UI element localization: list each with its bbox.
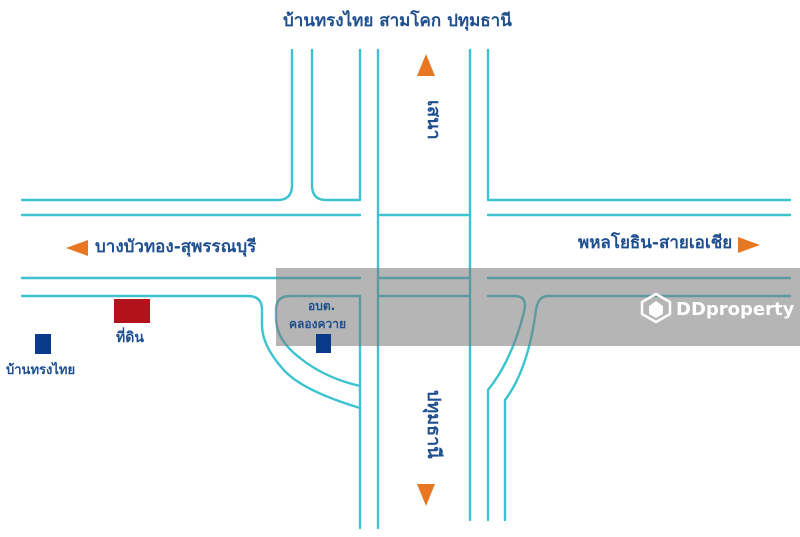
road-label-north: เสนา xyxy=(423,100,444,140)
road-label-west: บางบัวทอง-สุพรรณบุรี xyxy=(95,237,257,257)
north-road-left-edge xyxy=(20,48,294,202)
ddproperty-logo-icon xyxy=(640,292,672,324)
watermark-band xyxy=(276,268,800,346)
arrow-west-icon xyxy=(66,240,88,256)
land-marker xyxy=(114,299,150,323)
north-road-inner-left xyxy=(310,48,362,202)
office-label-line2: คลองควาย xyxy=(289,317,346,331)
road-label-east: พหลโยธิน-สายเอเชีย xyxy=(578,233,733,253)
office-label-line1: อบต. xyxy=(308,299,336,313)
house-marker xyxy=(35,334,51,354)
office-marker xyxy=(316,334,331,353)
watermark-text: DDproperty xyxy=(676,299,795,320)
arrow-south-icon xyxy=(417,484,435,506)
house-label: บ้านทรงไทย xyxy=(6,363,76,378)
main-road-lower-bottom-west xyxy=(20,294,362,410)
map-title: บ้านทรงไทย สามโคก ปทุมธานี xyxy=(283,11,512,31)
arrow-north-icon xyxy=(417,54,435,76)
north-road-right-edge xyxy=(486,48,792,202)
road-label-south: ปทุมธานี xyxy=(423,390,444,459)
land-label: ที่ดิน xyxy=(116,330,144,346)
arrow-east-icon xyxy=(738,237,760,253)
